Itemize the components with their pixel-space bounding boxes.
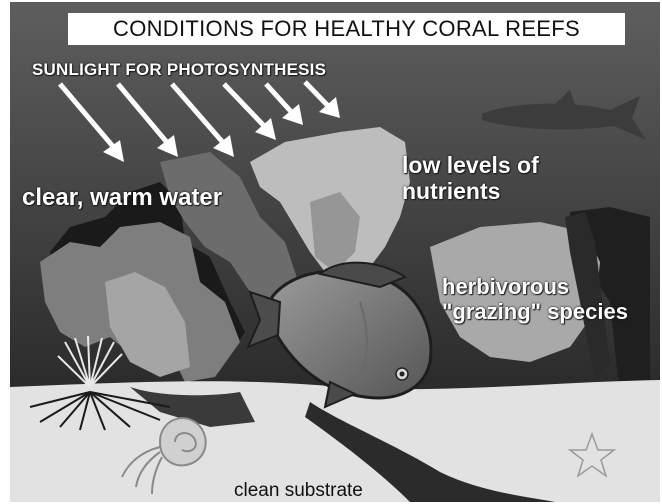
title-banner: CONDITIONS FOR HEALTHY CORAL REEFS (68, 13, 625, 45)
reef-diagram: CONDITIONS FOR HEALTHY CORAL REEFS SUNLI… (10, 2, 660, 502)
label-clean-substrate: clean substrate (234, 480, 363, 502)
label-clear-warm-water: clear, warm water (22, 184, 222, 212)
label-grazing-species: herbivorous "grazing" species (442, 274, 660, 324)
label-sunlight: SUNLIGHT FOR PHOTOSYNTHESIS (32, 60, 326, 80)
page-title: CONDITIONS FOR HEALTHY CORAL REEFS (113, 16, 580, 42)
label-low-nutrients: low levels of nutrients (402, 152, 602, 204)
